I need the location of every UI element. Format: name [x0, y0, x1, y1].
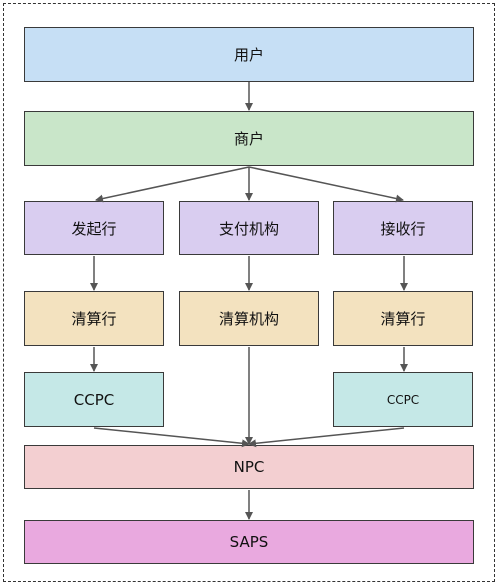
- clearing-bank-left-node: 清算行: [24, 291, 164, 346]
- arrow-ccpc-right-to-npc: [248, 427, 405, 448]
- arrow-ccpc-left-to-npc: [93, 427, 250, 448]
- arrow-merchant-to-receiving-bank: [248, 166, 404, 203]
- clearing-bank-right-node: 清算行: [333, 291, 473, 346]
- merchant-node: 商户: [24, 111, 474, 166]
- payment-institution-node: 支付机构: [179, 201, 319, 255]
- originating-bank-node: 发起行: [24, 201, 164, 255]
- receiving-bank-node: 接收行: [333, 201, 473, 255]
- ccpc-left-node: CCPC: [24, 372, 164, 427]
- arrow-merchant-to-originating-bank: [95, 166, 250, 203]
- clearing-institution-node: 清算机构: [179, 291, 319, 346]
- ccpc-right-node: CCPC: [333, 372, 473, 427]
- user-node: 用户: [24, 27, 474, 82]
- diagram-frame: [3, 3, 495, 582]
- npc-node: NPC: [24, 445, 474, 489]
- saps-node: SAPS: [24, 520, 474, 564]
